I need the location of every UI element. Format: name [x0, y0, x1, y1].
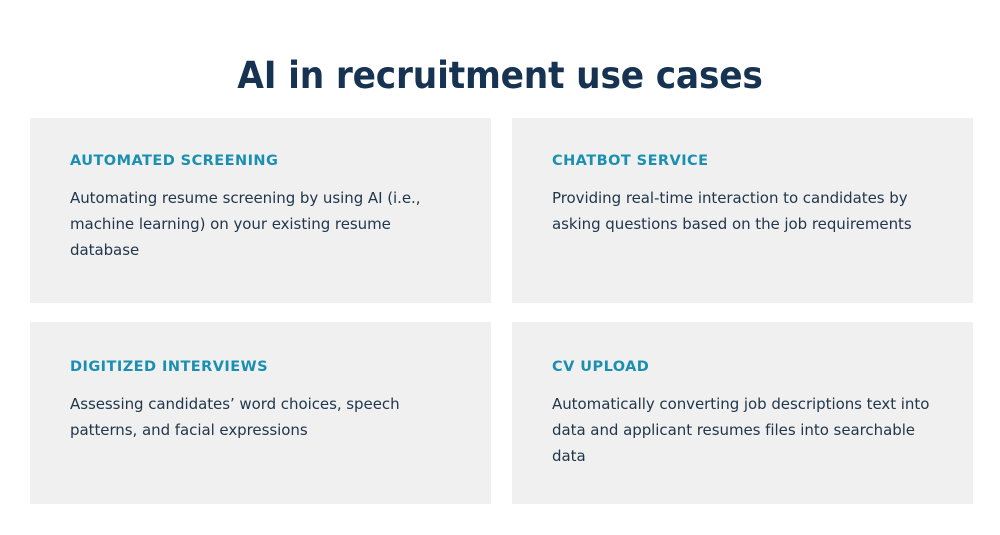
card-body-chatbot-service: Providing real-time interaction to candi… [552, 189, 912, 233]
use-case-card-grid: AUTOMATED SCREENING Automating resume sc… [30, 118, 973, 504]
card-heading-chatbot-service: CHATBOT SERVICE [552, 153, 709, 169]
card-heading-automated-screening: AUTOMATED SCREENING [70, 153, 279, 169]
card-body-automated-screening: Automating resume screening by using AI … [70, 189, 421, 259]
card-heading-cv-upload: CV UPLOAD [552, 359, 650, 375]
use-case-card-chatbot-service: CHATBOT SERVICE Providing real-time inte… [512, 118, 973, 303]
page-title: AI in recruitment use cases [237, 53, 763, 97]
use-case-card-cv-upload: CV UPLOAD Automatically converting job d… [512, 322, 973, 504]
use-case-card-digitized-interviews: DIGITIZED INTERVIEWS Assessing candidate… [30, 322, 491, 504]
card-body-cv-upload: Automatically converting job description… [552, 395, 930, 465]
card-heading-digitized-interviews: DIGITIZED INTERVIEWS [70, 359, 268, 375]
card-body-digitized-interviews: Assessing candidates’ word choices, spee… [70, 395, 400, 439]
use-case-card-automated-screening: AUTOMATED SCREENING Automating resume sc… [30, 118, 491, 303]
